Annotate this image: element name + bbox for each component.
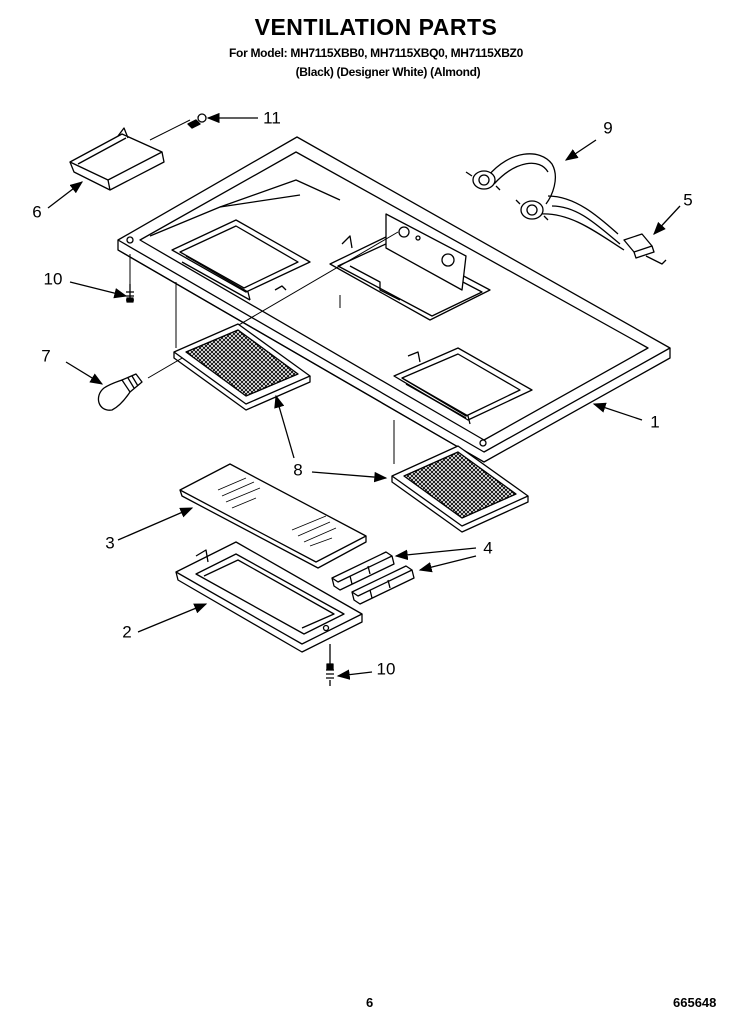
callout-8: 8	[293, 460, 303, 480]
callout-7: 7	[41, 346, 51, 366]
screw-bottom	[326, 644, 334, 686]
callout-11: 11	[263, 108, 281, 128]
left-damper	[171, 219, 311, 301]
screw-top	[187, 113, 207, 129]
callout-2: 2	[122, 622, 132, 642]
grease-filter-left	[173, 323, 311, 411]
leader-lines	[47, 112, 681, 680]
callout-3: 3	[105, 533, 115, 553]
model-list: For Model: MH7115XBB0, MH7115XBQ0, MH711…	[229, 46, 523, 60]
light-bulb	[97, 373, 143, 411]
lamp-socket-lower	[515, 199, 549, 221]
bracket	[69, 127, 165, 191]
page-title: VENTILATION PARTS	[254, 14, 498, 40]
callout-10-upper: 10	[43, 269, 63, 289]
callout-10-lower: 10	[376, 659, 396, 679]
light-cover	[175, 541, 363, 653]
vent-panel	[117, 136, 671, 463]
filter-clip-lower	[351, 565, 415, 605]
callout-4: 4	[483, 538, 493, 558]
center-housing	[329, 213, 491, 321]
connector	[623, 233, 667, 265]
lamp-socket-upper	[465, 170, 501, 191]
right-damper	[393, 347, 533, 425]
screw-left	[126, 284, 134, 303]
callout-6: 6	[32, 202, 42, 222]
grease-filter-right	[391, 445, 529, 533]
color-list: (Black) (Designer White) (Almond)	[295, 65, 481, 79]
light-lens	[179, 463, 367, 569]
callout-5: 5	[683, 190, 693, 210]
wire-harness	[465, 153, 667, 265]
document-number: 665648	[673, 995, 717, 1010]
callout-1: 1	[650, 412, 660, 432]
page-number: 6	[366, 995, 374, 1010]
filter-clip-upper	[331, 551, 395, 591]
callout-9: 9	[603, 118, 613, 138]
